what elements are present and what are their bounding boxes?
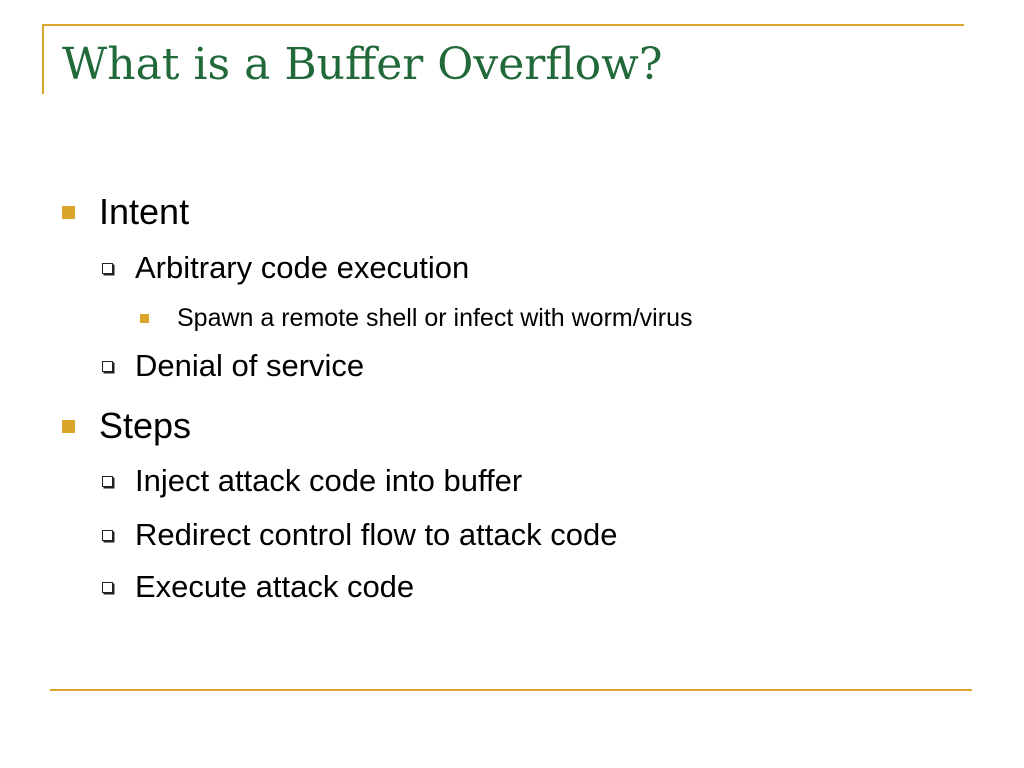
- bullet-inject-attack-code: Inject attack code into buffer: [102, 461, 522, 501]
- bullet-intent: Intent: [62, 189, 189, 235]
- bullet-text: Intent: [99, 191, 190, 232]
- filled-square-bullet-icon: [140, 313, 149, 323]
- slide-title: What is a Buffer Overflow?: [62, 39, 663, 90]
- filled-square-bullet-icon: [62, 205, 75, 219]
- bottom-rule: [50, 689, 972, 691]
- hollow-square-bullet-icon: [102, 262, 113, 274]
- top-rule: [42, 24, 964, 26]
- bullet-spawn-remote-shell: Spawn a remote shell or infect with worm…: [140, 301, 692, 335]
- bullet-text: Spawn a remote shell or infect with worm…: [177, 303, 693, 332]
- hollow-square-bullet-icon: [102, 475, 113, 487]
- hollow-square-bullet-icon: [102, 581, 113, 593]
- bullet-text: Steps: [99, 405, 192, 446]
- bullet-execute-attack-code: Execute attack code: [102, 567, 414, 607]
- bullet-redirect-control-flow: Redirect control flow to attack code: [102, 515, 617, 555]
- bullet-steps: Steps: [62, 403, 191, 449]
- bullet-arbitrary-code-execution: Arbitrary code execution: [102, 248, 469, 288]
- bullet-text: Redirect control flow to attack code: [135, 517, 618, 552]
- bullet-text: Execute attack code: [135, 569, 415, 604]
- filled-square-bullet-icon: [62, 419, 75, 433]
- bullet-text: Denial of service: [135, 348, 365, 383]
- left-rule: [42, 24, 44, 94]
- bullet-denial-of-service: Denial of service: [102, 346, 364, 386]
- hollow-square-bullet-icon: [102, 360, 113, 372]
- bullet-text: Inject attack code into buffer: [135, 463, 523, 498]
- hollow-square-bullet-icon: [102, 529, 113, 541]
- bullet-text: Arbitrary code execution: [135, 250, 470, 285]
